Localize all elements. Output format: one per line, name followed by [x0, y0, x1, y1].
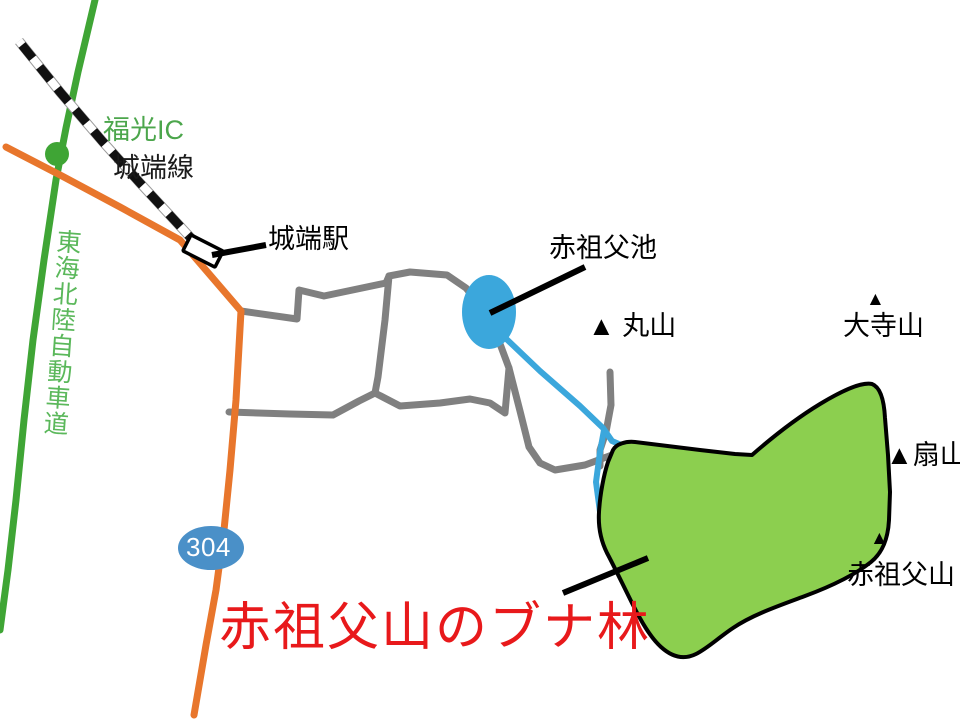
label-johana-station: 城端駅	[268, 224, 349, 254]
local-road-network	[225, 268, 616, 474]
local-road-north-loop	[237, 268, 616, 474]
leader-line-beech-forest	[561, 555, 650, 596]
local-road-mid-branch	[371, 272, 513, 417]
route-304-north-segment	[2, 143, 245, 315]
leader-line-akasofu-pond	[488, 264, 587, 316]
shield-ellipse	[178, 526, 244, 570]
label-akasofu-pond: 赤祖父池	[549, 233, 657, 263]
label-peak-akasofuyama: 赤祖父山	[847, 560, 955, 590]
johana-railway-line	[15, 37, 206, 254]
leader-lines	[211, 242, 650, 596]
map-title: 赤祖父山のブナ林	[219, 599, 652, 657]
peak-marker-oterayama-icon: ▲	[866, 289, 885, 310]
label-peak-maruyama: ▲ 丸山	[588, 311, 677, 341]
peak-marker-akasofuyama-icon: ▲	[870, 528, 889, 549]
label-johana-line: 城端線	[113, 153, 194, 183]
local-road-south-branch	[225, 389, 379, 419]
route-304-shield	[178, 526, 244, 570]
leader-line-johana-station	[211, 242, 267, 258]
label-route-304-number: 304	[186, 532, 231, 562]
forest-polygon	[596, 381, 892, 660]
akasofuyama-beech-forest-area	[596, 381, 892, 660]
label-peak-oterayama: 大寺山	[843, 311, 924, 341]
label-fukumitsu-ic: 福光IC	[103, 115, 184, 145]
station-rectangle	[181, 233, 225, 269]
pond-ellipse	[462, 275, 516, 349]
label-peak-ogiyama: ▲扇山	[886, 440, 960, 470]
akasofu-pond	[462, 275, 516, 349]
railway-dashes	[18, 42, 204, 252]
johana-station-symbol	[181, 233, 225, 269]
fukumitsu-ic-node	[45, 142, 69, 166]
